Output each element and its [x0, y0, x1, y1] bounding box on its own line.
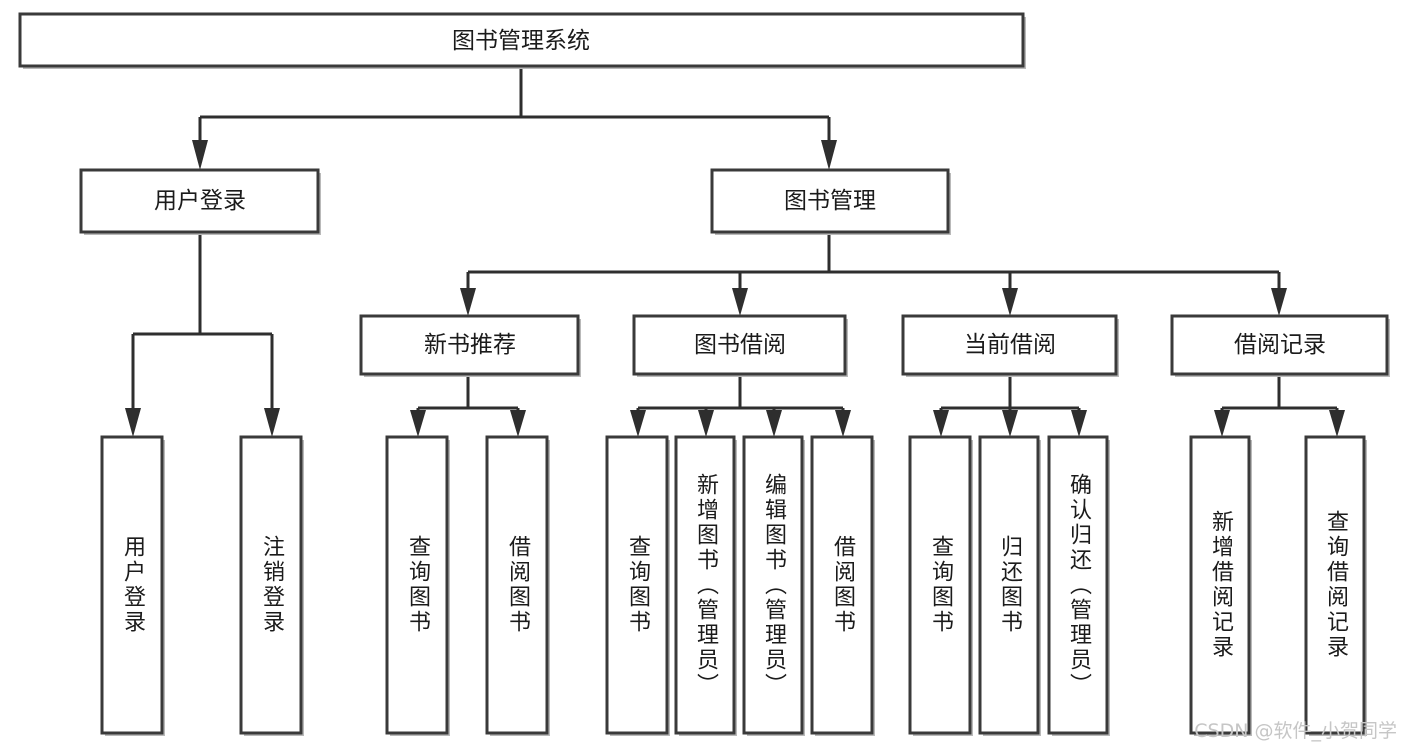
arrow-head-bb-leaf-1: [630, 410, 646, 437]
node-borrow-record-label: 借阅记录: [1234, 332, 1326, 358]
arrow-head-borrow-record: [1271, 288, 1287, 316]
arrow-head-leaf-user-login: [125, 408, 141, 437]
node-book-manage[interactable]: [710, 168, 950, 234]
node-current-borrow[interactable]: [901, 314, 1118, 376]
node-leaf-bb-query[interactable]: [605, 435, 669, 735]
arrow-head-user-login: [192, 140, 208, 170]
node-leaf-br-add[interactable]: [1189, 435, 1251, 735]
node-root-label: 图书管理系统: [452, 28, 590, 54]
arrow-head-bb-leaf-3: [766, 410, 782, 437]
node-layer: 图书管理系统 用户登录 图书管理 新书推荐 图书借阅 当前借阅 借阅记录: [18, 12, 1390, 736]
node-leaf-cb-confirm[interactable]: [1047, 435, 1109, 735]
node-leaf-nb-borrow[interactable]: [485, 435, 549, 735]
node-root[interactable]: [18, 12, 1025, 68]
node-user-login[interactable]: [79, 168, 320, 234]
connector-layer: [125, 68, 1345, 437]
node-leaf-nb-query[interactable]: [385, 435, 449, 735]
arrow-head-cb-leaf-1: [933, 410, 949, 437]
node-book-borrow-label: 图书借阅: [694, 332, 786, 358]
arrow-head-book-manage: [821, 140, 837, 170]
arrow-head-nb-leaf-2: [510, 410, 526, 437]
node-book-manage-label: 图书管理: [784, 188, 876, 214]
node-borrow-record[interactable]: [1170, 314, 1389, 376]
node-current-borrow-label: 当前借阅: [964, 332, 1056, 358]
node-new-book[interactable]: [359, 314, 580, 376]
node-leaf-user-login[interactable]: [100, 435, 164, 735]
node-user-login-label: 用户登录: [154, 188, 246, 214]
csdn-watermark: CSDN @软件_小贺同学: [1194, 720, 1397, 742]
arrow-head-leaf-logout: [264, 408, 280, 437]
arrow-head-cb-leaf-3: [1071, 410, 1087, 437]
node-leaf-bb-edit[interactable]: [742, 435, 804, 735]
arrow-head-cb-leaf-2: [1002, 410, 1018, 437]
arrow-head-br-leaf-2: [1329, 410, 1345, 437]
arrow-head-br-leaf-1: [1214, 410, 1230, 437]
arrow-head-bb-leaf-4: [835, 410, 851, 437]
node-leaf-bb-add[interactable]: [674, 435, 736, 735]
node-leaf-logout[interactable]: [239, 435, 303, 735]
arrow-head-current-borrow: [1002, 288, 1018, 316]
node-leaf-cb-return[interactable]: [978, 435, 1040, 735]
arrow-head-nb-leaf-1: [410, 410, 426, 437]
node-leaf-br-query[interactable]: [1304, 435, 1366, 735]
node-leaf-bb-borrow[interactable]: [810, 435, 874, 735]
arrow-head-new-book: [460, 288, 476, 316]
arrow-head-bb-leaf-2: [698, 410, 714, 437]
node-book-borrow[interactable]: [632, 314, 847, 376]
node-new-book-label: 新书推荐: [424, 332, 516, 358]
node-leaf-cb-query[interactable]: [908, 435, 972, 735]
arrow-head-book-borrow: [732, 288, 748, 316]
